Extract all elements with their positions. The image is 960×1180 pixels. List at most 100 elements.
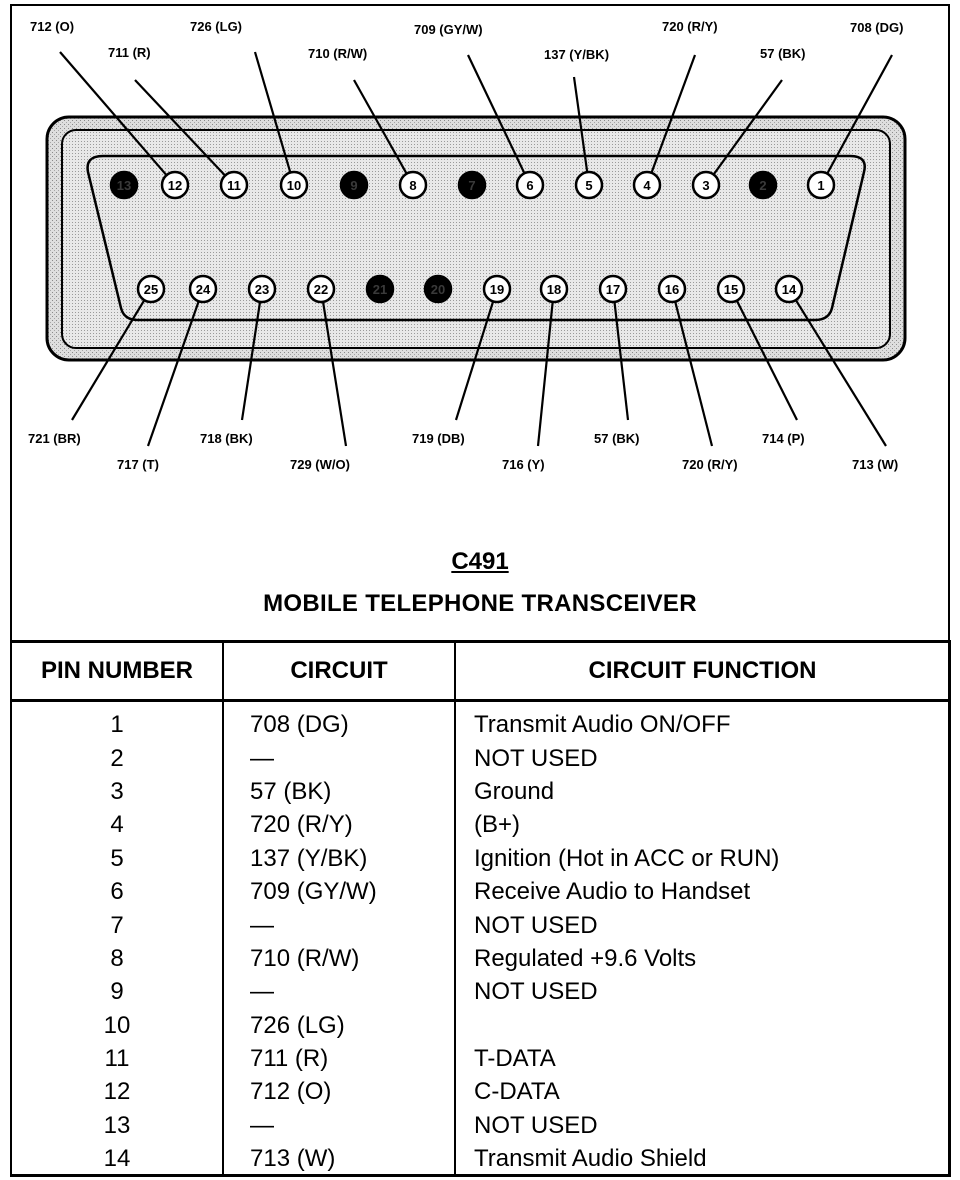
pin-5-socket <box>574 170 604 200</box>
pin-13-socket <box>109 170 139 200</box>
wire-label-pin-16: 720 (R/Y) <box>682 457 738 472</box>
pin-19-number: 19 <box>490 282 504 297</box>
pin-number-cell: 11 <box>10 1041 224 1076</box>
wire-labels: 712 (O)711 (R)726 (LG)710 (R/W)709 (GY/W… <box>28 19 903 472</box>
pin-20-socket <box>423 274 453 304</box>
circuit-cell: 708 (DG) <box>222 700 456 742</box>
leader-line-pin-14 <box>794 299 887 447</box>
pin-7-socket <box>457 170 487 200</box>
pin-12-number: 12 <box>168 178 182 193</box>
pin-10-number: 10 <box>287 178 301 193</box>
circuit-function-cell: (B+) <box>454 808 951 842</box>
pin-number-cell: 13 <box>10 1108 224 1143</box>
wire-label-pin-5: 137 (Y/BK) <box>544 47 609 62</box>
pin-24-socket <box>188 274 218 304</box>
circuit-function-cell: Transmit Audio ON/OFF <box>454 700 951 742</box>
pin-number-cell: 5 <box>10 841 224 875</box>
table-row: 2—NOT USED <box>10 741 951 775</box>
pin-8-number: 8 <box>409 178 416 193</box>
header-circuit-function: CIRCUIT FUNCTION <box>454 640 951 702</box>
pin-15-number: 15 <box>724 282 738 297</box>
circuit-cell: 712 (O) <box>222 1075 456 1109</box>
pin-20-number: 20 <box>431 282 445 297</box>
wire-label-pin-23: 718 (BK) <box>200 431 253 446</box>
table-row: 7—NOT USED <box>10 908 951 942</box>
pin-21-number: 21 <box>373 282 387 297</box>
wire-label-pin-25: 721 (BR) <box>28 431 81 446</box>
connector-id: C491 <box>451 548 509 575</box>
circuit-cell: 720 (R/Y) <box>222 808 456 842</box>
pin-8-socket <box>398 170 428 200</box>
wire-label-pin-24: 717 (T) <box>117 457 159 472</box>
leader-line-pin-1 <box>826 54 893 175</box>
circuit-function-cell: NOT USED <box>454 741 951 775</box>
pin-11-number: 11 <box>227 178 241 193</box>
circuit-function-cell: Ground <box>454 774 951 809</box>
circuit-function-cell: Regulated +9.6 Volts <box>454 941 951 976</box>
circuit-cell: — <box>222 741 456 775</box>
wire-leader-lines <box>59 51 893 447</box>
header-circuit: CIRCUIT <box>222 640 456 702</box>
table-row: 13—NOT USED <box>10 1108 951 1143</box>
pin-14-socket <box>774 274 804 304</box>
circuit-cell: 57 (BK) <box>222 774 456 809</box>
circuit-cell: — <box>222 975 456 1009</box>
pin-5-number: 5 <box>585 178 592 193</box>
leader-line-pin-18 <box>536 301 554 447</box>
connector-name: MOBILE TELEPHONE TRANSCEIVER <box>263 590 697 617</box>
pin-3-number: 3 <box>702 178 709 193</box>
circuit-cell: — <box>222 908 456 942</box>
pin-2-socket <box>748 170 778 200</box>
pin-21-socket <box>365 274 395 304</box>
wire-label-pin-12: 712 (O) <box>30 19 74 34</box>
pin-number-cell: 14 <box>10 1142 224 1178</box>
pin-1-socket <box>806 170 836 200</box>
pin-15-socket <box>716 274 746 304</box>
pin-17-socket <box>598 274 628 304</box>
pin-25-number: 25 <box>144 282 158 297</box>
leader-line-pin-25 <box>71 299 146 421</box>
pin-17-number: 17 <box>606 282 620 297</box>
leader-line-pin-3 <box>712 79 783 176</box>
pin-23-socket <box>247 274 277 304</box>
circuit-function-cell: NOT USED <box>454 908 951 942</box>
pin-22-number: 22 <box>314 282 328 297</box>
pin-6-number: 6 <box>526 178 533 193</box>
leader-line-pin-4 <box>650 54 697 174</box>
pin-16-socket <box>657 274 687 304</box>
wire-label-pin-1: 708 (DG) <box>850 20 903 35</box>
wire-label-pin-6: 709 (GY/W) <box>414 22 483 37</box>
circuit-function-cell: T-DATA <box>454 1041 951 1076</box>
wire-label-pin-8: 710 (R/W) <box>308 46 367 61</box>
circuit-function-cell: Transmit Audio Shield <box>454 1142 951 1178</box>
pin-25-socket <box>136 274 166 304</box>
pin-number-cell: 10 <box>10 1008 224 1042</box>
leader-line-pin-11 <box>134 79 226 177</box>
pin-14-number: 14 <box>782 282 797 297</box>
wire-label-pin-19: 719 (DB) <box>412 431 465 446</box>
pin-number-cell: 3 <box>10 774 224 809</box>
pin-18-number: 18 <box>547 282 561 297</box>
pin-6-socket <box>515 170 545 200</box>
table-header-row: PIN NUMBER CIRCUIT CIRCUIT FUNCTION <box>10 640 951 702</box>
circuit-cell: 709 (GY/W) <box>222 874 456 909</box>
pin-number-cell: 8 <box>10 941 224 976</box>
wire-label-pin-17: 57 (BK) <box>594 431 640 446</box>
pin-19-socket <box>482 274 512 304</box>
connector-shell <box>45 115 907 362</box>
circuit-cell: 711 (R) <box>222 1041 456 1076</box>
leader-line-pin-23 <box>240 301 262 421</box>
table-row: 9—NOT USED <box>10 975 951 1009</box>
wire-label-pin-11: 711 (R) <box>108 45 151 60</box>
